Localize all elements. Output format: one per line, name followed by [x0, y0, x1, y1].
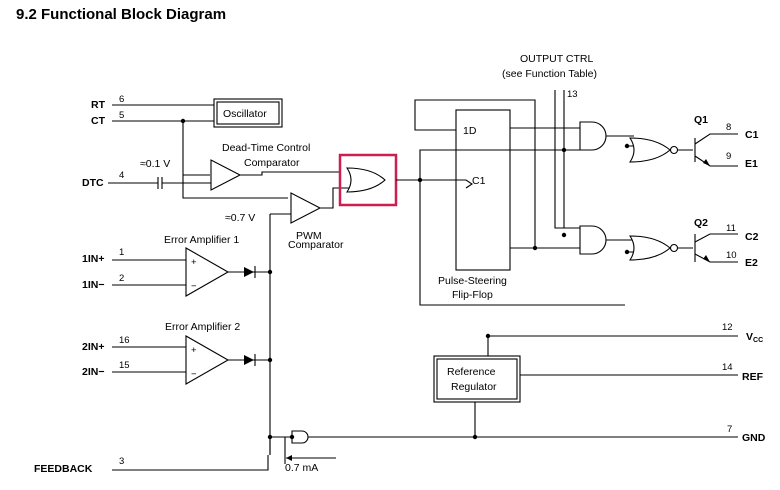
ff-label-1: Pulse-Steering: [438, 275, 507, 287]
feedback-pin-label: FEEDBACK: [34, 463, 93, 475]
1in-plus-number: 1: [119, 247, 124, 258]
reference-regulator: Reference Regulator: [433, 355, 521, 403]
ff-c1-label: C1: [472, 175, 486, 187]
ref-pin-number: 14: [722, 362, 733, 373]
deadtime-comparator: [210, 159, 242, 191]
q2-label: Q2: [694, 217, 708, 229]
output-ctrl-label: OUTPUT CTRL: [520, 53, 593, 65]
svg-text:−: −: [191, 369, 197, 380]
pwm-label-1: PWM: [296, 230, 322, 242]
ct-pin-number: 5: [119, 110, 124, 121]
error-amp-1-label: Error Amplifier 1: [164, 234, 239, 246]
ct-pin-label: CT: [91, 115, 106, 127]
pwm-label-2: Comparator: [288, 239, 344, 251]
output-ctrl-pin-number: 13: [567, 89, 578, 100]
gnd-pin-number: 7: [727, 424, 732, 435]
c1-pin-label: C1: [745, 129, 759, 141]
c1-pin-number: 8: [726, 122, 731, 133]
output-transistor-q1: [694, 133, 738, 167]
svg-text:−: −: [191, 281, 197, 292]
ff-1d-label: 1D: [463, 125, 477, 137]
output-transistor-q2: [694, 233, 738, 263]
nor-gate-2: [628, 235, 671, 261]
or-gate-highlighted: [338, 153, 398, 207]
2in-plus-label: 2IN+: [82, 341, 104, 353]
svg-text:+: +: [191, 345, 197, 356]
pwm-comparator: [290, 192, 322, 224]
error-amp-2-diode: [244, 355, 254, 365]
e1-pin-label: E1: [745, 158, 758, 170]
2in-plus-number: 16: [119, 335, 130, 346]
pwm-offset-label: ≈0.7 V: [225, 212, 255, 224]
feedback-pin-number: 3: [119, 456, 124, 467]
oscillator-block: Oscillator: [213, 98, 283, 128]
dtc-offset-label: ≈0.1 V: [140, 158, 170, 170]
c2-pin-label: C2: [745, 231, 759, 243]
1in-minus-number: 2: [119, 273, 124, 284]
deadtime-label-1: Dead-Time Control: [222, 142, 310, 154]
q1-label: Q1: [694, 114, 708, 126]
2in-minus-number: 15: [119, 360, 130, 371]
1in-plus-label: 1IN+: [82, 253, 104, 265]
ff-label-2: Flip-Flop: [452, 289, 493, 301]
vcc-pin-label: VCC: [746, 331, 763, 344]
c2-pin-number: 11: [726, 223, 736, 234]
oscillator-label: Oscillator: [223, 108, 267, 120]
dtc-pin-number: 4: [119, 170, 124, 181]
ref-pin-label: REF: [742, 371, 764, 383]
error-amp-2-label: Error Amplifier 2: [165, 321, 240, 333]
e2-pin-number: 10: [726, 250, 737, 261]
error-amplifier-2: [185, 335, 230, 385]
e1-pin-number: 9: [726, 151, 731, 162]
svg-text:+: +: [191, 257, 197, 268]
vcc-pin-number: 12: [722, 322, 733, 333]
and-gate-2: [579, 225, 607, 255]
pulse-steering-flip-flop: [455, 109, 511, 271]
and-gate-1: [579, 121, 607, 151]
nor-gate-1: [628, 137, 671, 163]
rt-pin-label: RT: [91, 99, 106, 111]
regulator-label-2: Regulator: [451, 381, 497, 393]
deadtime-label-2: Comparator: [244, 157, 300, 169]
regulator-label-1: Reference: [447, 366, 496, 378]
rt-pin-number: 6: [119, 94, 124, 105]
error-amplifier-1: [185, 247, 230, 297]
error-amp-1-diode: [244, 267, 254, 277]
function-table-label: (see Function Table): [502, 68, 597, 80]
gnd-pin-label: GND: [742, 432, 766, 444]
1in-minus-label: 1IN−: [82, 279, 104, 291]
e2-pin-label: E2: [745, 257, 758, 269]
current-source-label: 0.7 mA: [285, 462, 318, 474]
section-title: 9.2 Functional Block Diagram: [16, 6, 227, 23]
2in-minus-label: 2IN−: [82, 366, 104, 378]
dtc-pin-label: DTC: [82, 177, 104, 189]
